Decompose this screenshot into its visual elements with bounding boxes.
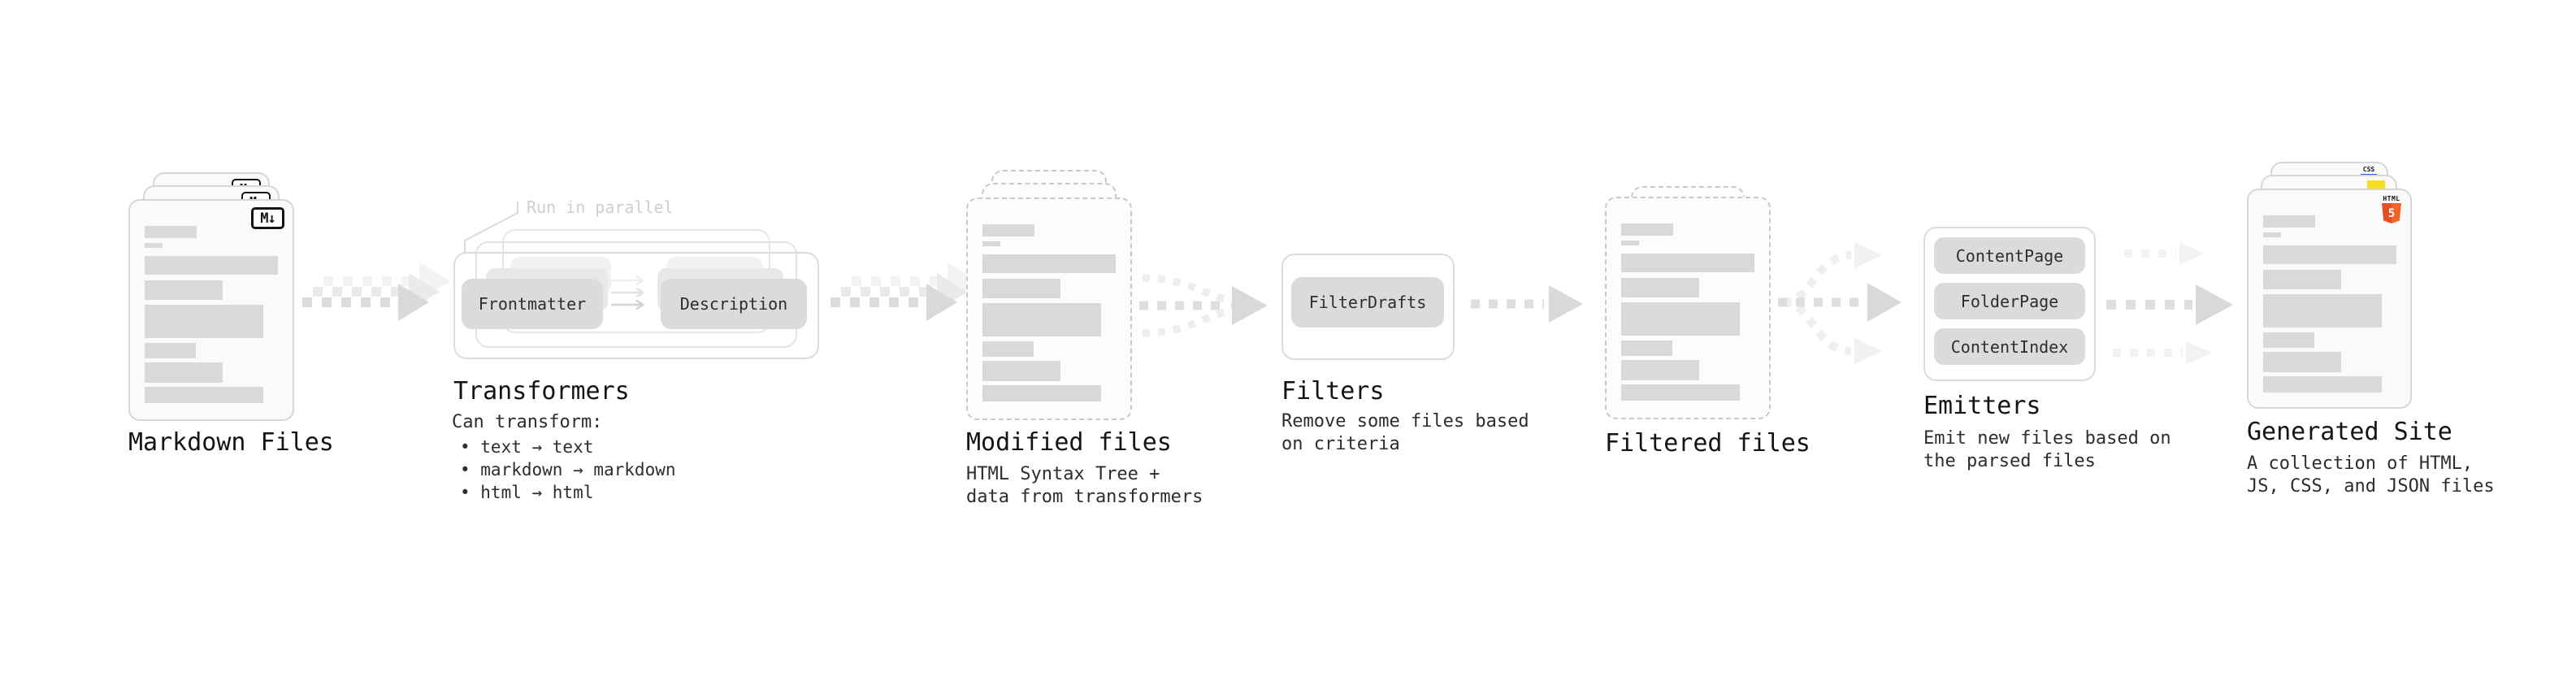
doc-text-bar xyxy=(145,387,263,403)
generated-file-card-html: HTML 5 xyxy=(2247,189,2412,409)
doc-text-bar xyxy=(145,256,278,275)
doc-text-bar xyxy=(2263,294,2382,327)
doc-text-bar xyxy=(2263,376,2382,393)
diverging-flow-arrow-icon xyxy=(1778,242,1902,364)
converging-flow-arrow-icon xyxy=(1139,274,1268,337)
stage-label-filtered-files: Filtered files xyxy=(1605,429,1811,458)
doc-text-bar xyxy=(2263,270,2341,289)
flow-arrow-icon xyxy=(830,262,978,321)
doc-text-bar xyxy=(1621,223,1673,236)
doc-text-bar xyxy=(982,303,1101,336)
triple-flow-arrow-icon xyxy=(2106,242,2233,364)
stage-label-modified-files: Modified files xyxy=(966,428,1172,457)
stage-label-transformers: Transformers xyxy=(453,377,630,406)
doc-text-bar xyxy=(2263,332,2314,348)
doc-text-bar xyxy=(145,305,263,338)
doc-text-bar xyxy=(145,243,163,248)
parallel-leader-line xyxy=(464,202,518,252)
filter-box-filterdrafts: FilterDrafts xyxy=(1291,277,1444,327)
emitters-desc: Emit new files based on the parsed files xyxy=(1923,428,2171,471)
doc-text-bar xyxy=(982,385,1101,401)
modified-files-desc: HTML Syntax Tree + data from transformer… xyxy=(966,464,1203,507)
doc-text-bar xyxy=(145,280,223,300)
transformers-bullet-list: • text → text • markdown → markdown • ht… xyxy=(460,436,676,504)
doc-text-bar xyxy=(982,241,1000,246)
emitter-box-contentindex: ContentIndex xyxy=(1934,328,2085,365)
stage-label-emitters: Emitters xyxy=(1923,392,2041,420)
emitter-box-contentpage: ContentPage xyxy=(1934,237,2085,274)
doc-text-bar xyxy=(982,254,1116,273)
filtered-file-card-front xyxy=(1605,197,1771,419)
emitter-box-folderpage: FolderPage xyxy=(1934,283,2085,319)
transformers-desc-heading: Can transform: xyxy=(452,412,603,432)
doc-text-bar xyxy=(1621,384,1740,401)
transformer-box-description: Description xyxy=(661,279,807,329)
markdown-file-icon: M↓ xyxy=(251,207,284,229)
doc-text-bar xyxy=(2263,215,2315,228)
doc-text-bar xyxy=(145,343,196,358)
doc-text-bar xyxy=(145,226,197,238)
transformer-card-front xyxy=(453,252,819,359)
bullet-item: • text → text xyxy=(460,437,594,457)
bullet-item: • html → html xyxy=(460,483,594,502)
parallel-arrows-icon xyxy=(611,275,645,310)
doc-text-bar xyxy=(2263,232,2281,237)
doc-text-bar xyxy=(982,279,1060,298)
doc-text-bar xyxy=(2263,245,2396,264)
doc-text-bar xyxy=(145,362,223,383)
doc-text-bar xyxy=(1621,241,1639,245)
doc-text-bar xyxy=(1621,360,1699,380)
flow-arrow-icon xyxy=(1471,285,1583,323)
stage-label-generated-site: Generated Site xyxy=(2247,418,2452,446)
bullet-item: • markdown → markdown xyxy=(460,460,676,479)
html5-logo-icon: HTML 5 xyxy=(2382,195,2401,223)
doc-text-bar xyxy=(982,224,1034,236)
run-in-parallel-note: Run in parallel xyxy=(527,197,674,217)
doc-text-bar xyxy=(1621,254,1754,272)
transformer-box-frontmatter: Frontmatter xyxy=(462,279,603,329)
flow-arrow-icon xyxy=(302,262,450,321)
stage-label-markdown-files: Markdown Files xyxy=(128,428,334,457)
modified-file-card-front xyxy=(966,197,1132,420)
stage-label-filters: Filters xyxy=(1281,377,1385,406)
doc-text-bar xyxy=(1621,278,1699,297)
markdown-file-card-front: M↓ xyxy=(128,199,294,421)
doc-text-bar xyxy=(1621,302,1740,336)
generated-site-desc: A collection of HTML, JS, CSS, and JSON … xyxy=(2247,453,2495,497)
filters-desc: Remove some files based on criteria xyxy=(1281,411,1529,454)
doc-text-bar xyxy=(982,361,1060,381)
doc-text-bar xyxy=(2263,352,2341,372)
doc-text-bar xyxy=(982,341,1034,357)
doc-text-bar xyxy=(1621,340,1672,356)
